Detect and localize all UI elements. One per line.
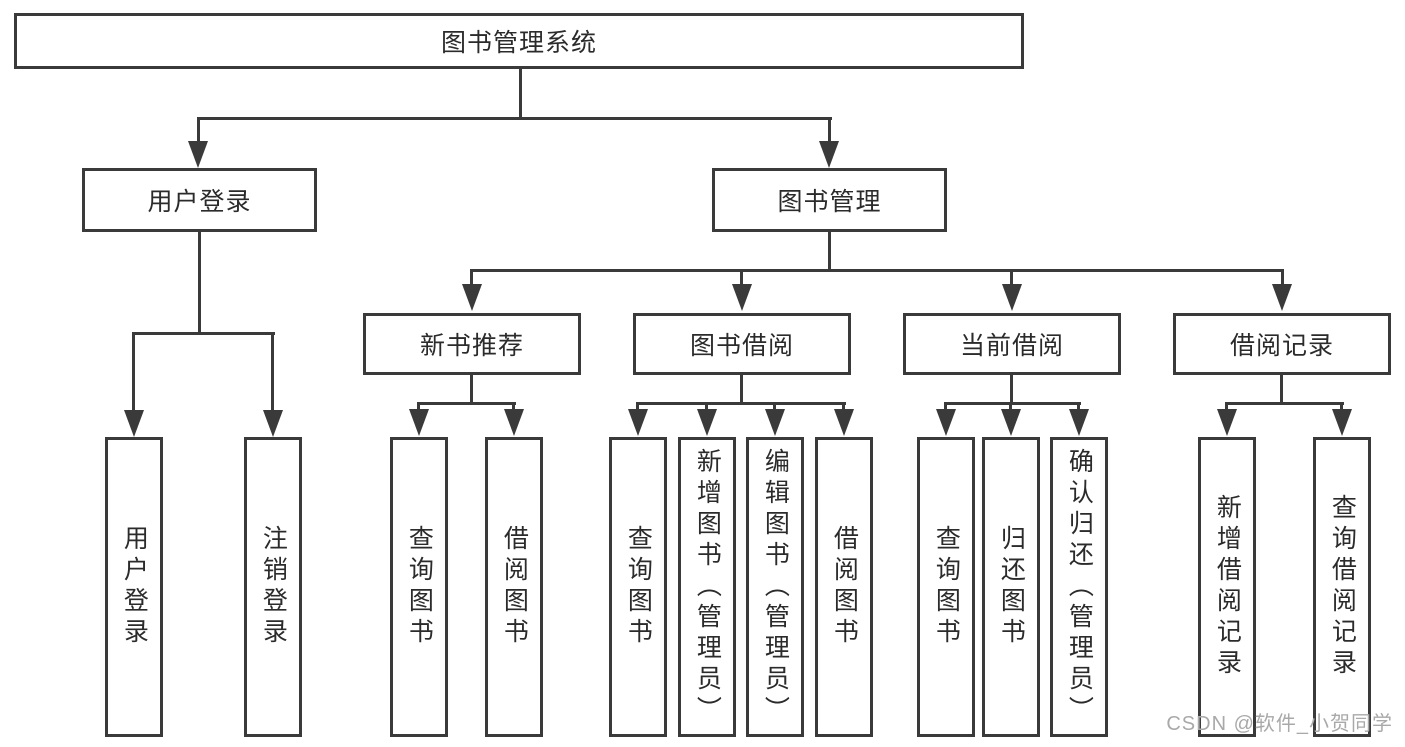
- node-book-borrow-label: 图书借阅: [689, 332, 794, 360]
- leaf-edit-books-admin: 编辑图书（管理员）: [746, 437, 804, 737]
- arrow-down-icon: [834, 409, 854, 436]
- leaf-borrow-books-recommend-label: 借阅图书: [500, 525, 529, 649]
- arrow-down-icon: [1001, 409, 1021, 436]
- connector-line: [1225, 402, 1228, 411]
- leaf-borrow-books-label: 借阅图书: [830, 525, 859, 649]
- leaf-query-borrow-record: 查询借阅记录: [1313, 437, 1371, 737]
- connector-line: [1009, 402, 1012, 411]
- connector-line: [1010, 375, 1013, 404]
- leaf-query-books-borrow: 查询图书: [609, 437, 667, 737]
- arrow-down-icon: [765, 409, 785, 436]
- node-user-login-label: 用户登录: [147, 188, 252, 216]
- leaf-return-books: 归还图书: [982, 437, 1040, 737]
- node-current-borrow-label: 当前借阅: [959, 332, 1064, 360]
- connector-line: [1340, 402, 1343, 411]
- csdn-watermark: CSDN @软件_小贺同学: [1166, 713, 1393, 735]
- connector-line: [417, 402, 420, 411]
- leaf-query-books-borrow-label: 查询图书: [624, 525, 653, 649]
- leaf-add-books-admin-label: 新增图书（管理员）: [693, 447, 722, 727]
- connector-line: [519, 69, 522, 119]
- leaf-confirm-return-admin-label: 确认归还（管理员）: [1065, 447, 1094, 727]
- arrow-down-icon: [409, 409, 429, 436]
- connector-line: [636, 402, 846, 405]
- connector-line: [773, 402, 776, 411]
- leaf-query-books-current-label: 查询图书: [932, 525, 961, 649]
- leaf-add-borrow-record: 新增借阅记录: [1198, 437, 1256, 737]
- arrow-down-icon: [188, 141, 208, 168]
- connector-line: [132, 332, 135, 410]
- arrow-down-icon: [1069, 409, 1089, 436]
- leaf-borrow-books: 借阅图书: [815, 437, 873, 737]
- connector-line: [1281, 269, 1284, 286]
- arrow-down-icon: [1272, 284, 1292, 311]
- node-book-management: 图书管理: [712, 168, 947, 232]
- leaf-query-books-recommend: 查询图书: [390, 437, 448, 737]
- connector-line: [636, 402, 639, 411]
- leaf-query-books-recommend-label: 查询图书: [405, 525, 434, 649]
- connector-line: [417, 402, 516, 405]
- connector-line: [470, 269, 1284, 272]
- connector-line: [842, 402, 845, 411]
- leaf-confirm-return-admin: 确认归还（管理员）: [1050, 437, 1108, 737]
- arrow-down-icon: [1217, 409, 1237, 436]
- node-new-book-recommend-label: 新书推荐: [419, 332, 524, 360]
- connector-line: [197, 117, 200, 143]
- node-library-system: 图书管理系统: [14, 13, 1024, 69]
- leaf-add-borrow-record-label: 新增借阅记录: [1213, 494, 1242, 680]
- leaf-logout: 注销登录: [244, 437, 302, 737]
- arrow-down-icon: [1332, 409, 1352, 436]
- node-user-login: 用户登录: [82, 168, 317, 232]
- leaf-query-books-current: 查询图书: [917, 437, 975, 737]
- leaf-edit-books-admin-label: 编辑图书（管理员）: [761, 447, 790, 727]
- connector-line: [271, 332, 274, 410]
- node-borrow-records-label: 借阅记录: [1229, 332, 1334, 360]
- connector-line: [132, 332, 275, 335]
- connector-line: [470, 375, 473, 404]
- node-current-borrow: 当前借阅: [903, 313, 1121, 375]
- leaf-user-login-label: 用户登录: [120, 525, 149, 649]
- connector-line: [944, 402, 1081, 405]
- connector-line: [1225, 402, 1344, 405]
- node-book-management-label: 图书管理: [777, 188, 882, 216]
- arrow-down-icon: [936, 409, 956, 436]
- arrow-down-icon: [124, 410, 144, 437]
- arrow-down-icon: [732, 284, 752, 311]
- leaf-return-books-label: 归还图书: [997, 525, 1026, 649]
- connector-line: [198, 232, 201, 335]
- connector-line: [197, 117, 832, 120]
- connector-line: [1280, 375, 1283, 404]
- arrow-down-icon: [504, 409, 524, 436]
- connector-line: [470, 269, 473, 286]
- arrow-down-icon: [819, 141, 839, 168]
- connector-line: [740, 269, 743, 286]
- arrow-down-icon: [462, 284, 482, 311]
- arrow-down-icon: [628, 409, 648, 436]
- connector-line: [740, 375, 743, 404]
- leaf-query-borrow-record-label: 查询借阅记录: [1328, 494, 1357, 680]
- connector-line: [512, 402, 515, 411]
- node-new-book-recommend: 新书推荐: [363, 313, 581, 375]
- node-borrow-records: 借阅记录: [1173, 313, 1391, 375]
- arrow-down-icon: [697, 409, 717, 436]
- connector-line: [944, 402, 947, 411]
- connector-line: [705, 402, 708, 411]
- node-book-borrow: 图书借阅: [633, 313, 851, 375]
- leaf-borrow-books-recommend: 借阅图书: [485, 437, 543, 737]
- leaf-logout-label: 注销登录: [259, 525, 288, 649]
- node-library-system-label: 图书管理系统: [440, 29, 597, 57]
- arrow-down-icon: [1002, 284, 1022, 311]
- connector-line: [1010, 269, 1013, 286]
- arrow-down-icon: [263, 410, 283, 437]
- connector-line: [1077, 402, 1080, 411]
- connector-line: [828, 232, 831, 272]
- leaf-add-books-admin: 新增图书（管理员）: [678, 437, 736, 737]
- connector-line: [828, 117, 831, 143]
- leaf-user-login: 用户登录: [105, 437, 163, 737]
